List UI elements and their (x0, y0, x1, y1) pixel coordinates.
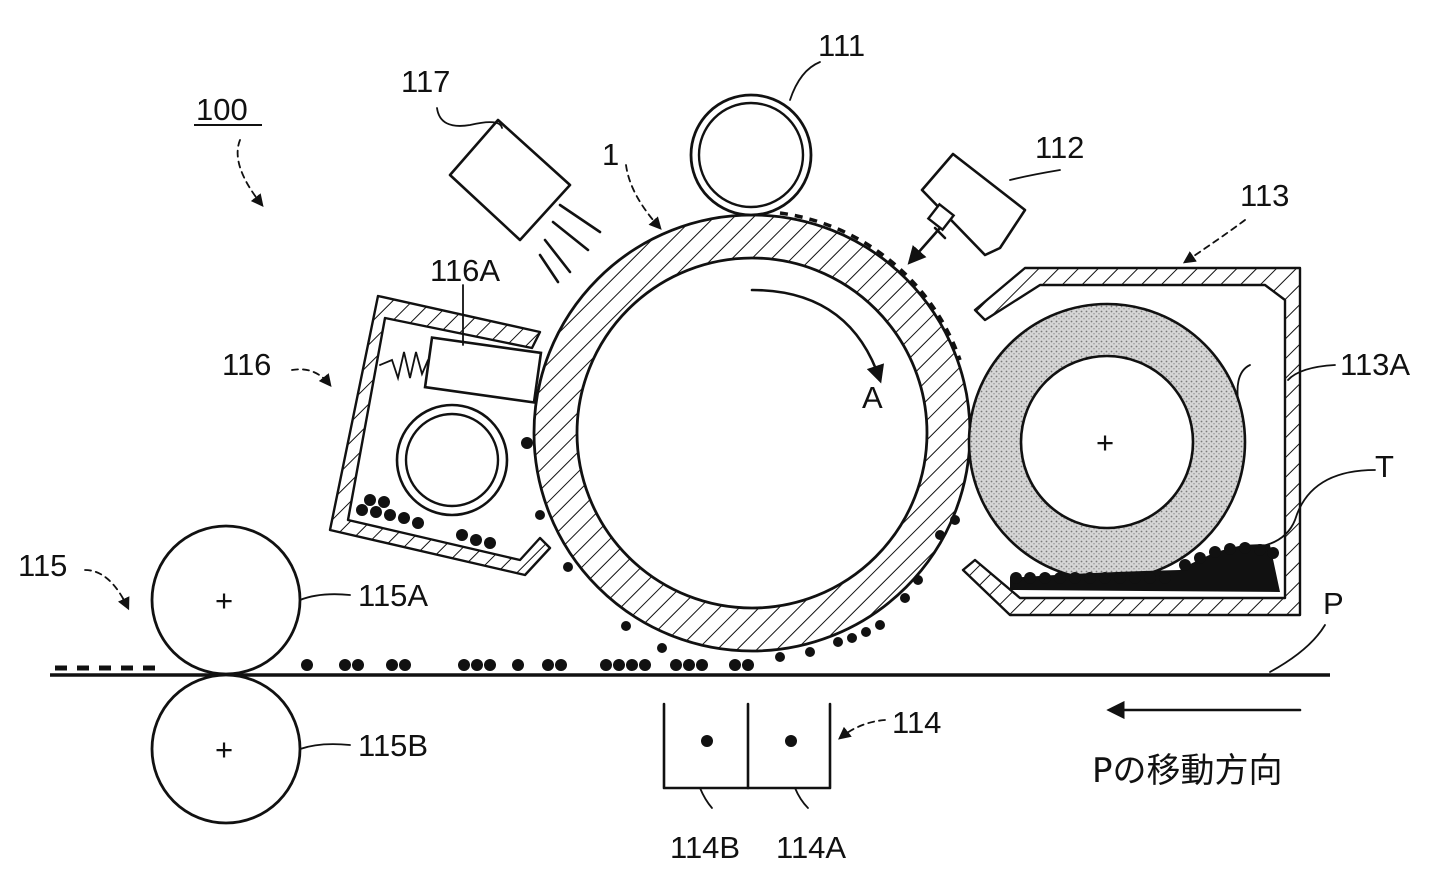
transfer-unit (662, 702, 832, 790)
fixing-roller-lower-center: + (215, 732, 233, 767)
label-transfer: 114 (892, 705, 941, 740)
surface-charge-dashes (779, 211, 962, 361)
drum-toner-dots (535, 510, 960, 662)
label-developer: 113 (1240, 178, 1289, 213)
waste-toner (356, 437, 533, 549)
eraser-lamp (448, 118, 602, 284)
label-transfer-b: 114B (670, 830, 740, 865)
developing-roller-core (1019, 354, 1195, 530)
label-fixing-a: 115A (358, 578, 428, 613)
label-paper-direction: Pの移動方向 (1092, 751, 1283, 791)
cleaning-spring (379, 351, 429, 382)
fixing-roller-upper-center: + (215, 583, 233, 618)
rotation-arrow (750, 288, 885, 384)
recovery-roller (395, 403, 509, 517)
label-transfer-a: 114A (776, 830, 846, 865)
developing-unit (961, 266, 1302, 617)
leader-lines (84, 61, 1376, 809)
label-exposure: 112 (1035, 130, 1084, 165)
label-drum: 1 (602, 137, 619, 172)
toner-particles (1010, 542, 1280, 592)
developing-roller-center: + (1096, 425, 1114, 460)
paper-toner-dots (301, 659, 754, 671)
paper-path (50, 659, 1330, 720)
label-paper: P (1323, 586, 1344, 621)
fixing-unit (150, 524, 302, 825)
label-fixing-b: 115B (358, 728, 428, 763)
labels: 100 117 1 111 112 113 113A T 116A 116 A … (18, 28, 1410, 865)
label-charger: 111 (818, 28, 865, 63)
photoreceptor-drum (532, 213, 972, 653)
label-rotation: A (862, 380, 883, 415)
label-cleaner-blade: 116A (430, 253, 500, 288)
cleaning-unit (328, 294, 552, 577)
label-developer-roller: 113A (1340, 347, 1410, 382)
label-toner: T (1375, 449, 1394, 484)
label-device: 100 (196, 92, 248, 127)
label-cleaner: 116 (222, 347, 271, 382)
label-eraser: 117 (401, 64, 450, 99)
exposure-unit (907, 152, 1027, 265)
charging-roller (689, 93, 813, 217)
label-fixing: 115 (18, 548, 67, 583)
cleaning-blade (423, 336, 543, 404)
